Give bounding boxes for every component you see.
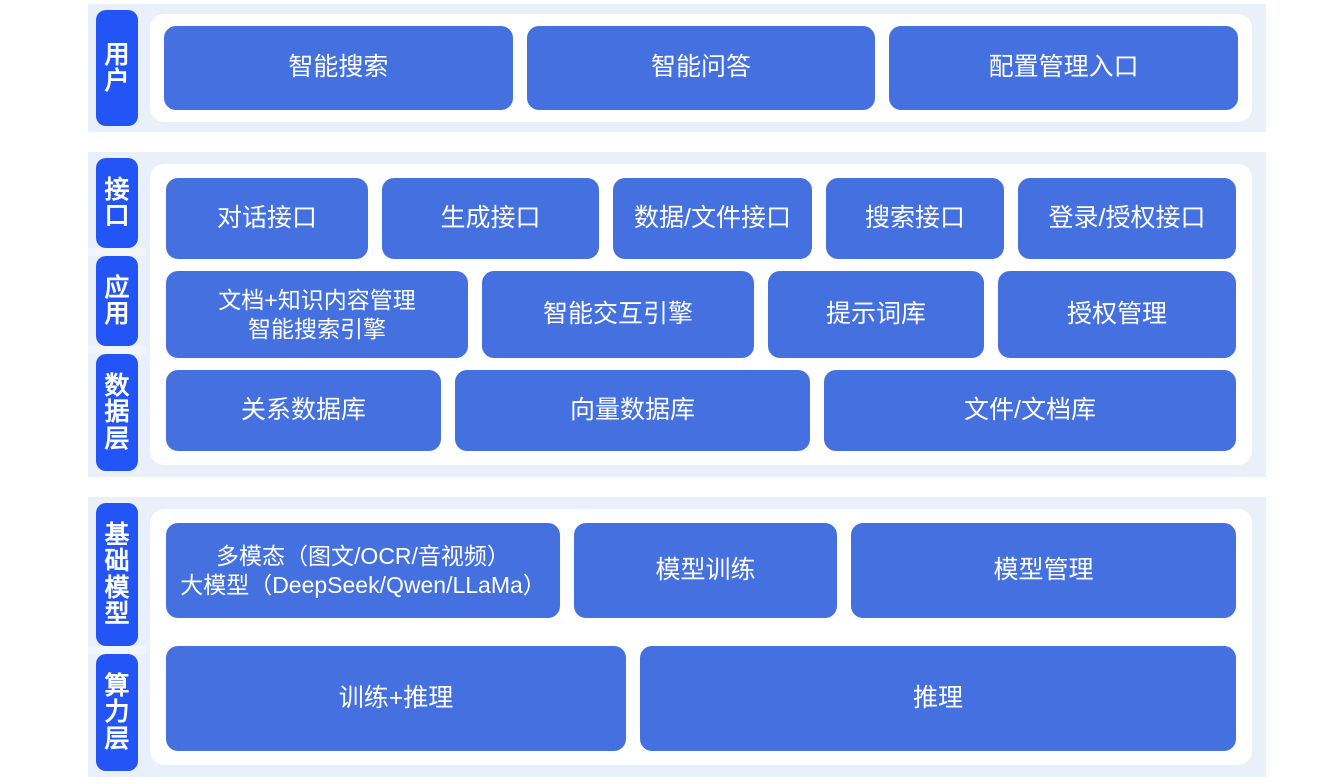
layer-rail-platform: 接口 应用 数据层: [88, 152, 146, 477]
chip-document-knowledge-management[interactable]: 文档+知识内容管理 智能搜索引擎: [166, 270, 468, 359]
chip-relational-database[interactable]: 关系数据库: [166, 370, 441, 451]
layer-card-infrastructure: 多模态（图文/OCR/音视频） 大模型（DeepSeek/Qwen/LLaMa）…: [150, 509, 1252, 765]
rail-badge-user[interactable]: 用户: [96, 10, 138, 126]
rail-badge-foundation-model[interactable]: 基础模型: [96, 503, 138, 647]
row-data: 关系数据库 向量数据库 文件/文档库: [166, 370, 1236, 451]
chip-dialog-interface[interactable]: 对话接口: [166, 178, 368, 259]
chip-vector-database[interactable]: 向量数据库: [455, 370, 810, 451]
row-application: 文档+知识内容管理 智能搜索引擎 智能交互引擎 提示词库 授权管理: [166, 270, 1236, 359]
chip-multimodal-large-model[interactable]: 多模态（图文/OCR/音视频） 大模型（DeepSeek/Qwen/LLaMa）: [166, 523, 560, 618]
rail-badge-user-label: 用户: [104, 40, 130, 95]
row-model: 多模态（图文/OCR/音视频） 大模型（DeepSeek/Qwen/LLaMa）…: [166, 523, 1236, 618]
layer-card-user: 智能搜索 智能问答 配置管理入口: [150, 14, 1252, 122]
chip-generation-interface[interactable]: 生成接口: [382, 178, 599, 259]
chip-smart-qa[interactable]: 智能问答: [526, 26, 876, 110]
rail-badge-data[interactable]: 数据层: [96, 354, 138, 472]
rail-separator: [88, 646, 146, 655]
rail-badge-data-label: 数据层: [104, 371, 130, 453]
row-user-entries: 智能搜索 智能问答 配置管理入口: [164, 26, 1239, 110]
rail-badge-application[interactable]: 应用: [96, 256, 138, 347]
rail-badge-foundation-model-label: 基础模型: [104, 520, 130, 629]
row-compute: 训练+推理 推理: [166, 646, 1236, 751]
rail-badge-interface[interactable]: 接口: [96, 158, 138, 249]
chip-smart-search[interactable]: 智能搜索: [164, 26, 513, 110]
row-interface: 对话接口 生成接口 数据/文件接口 搜索接口 登录/授权接口: [166, 178, 1236, 259]
chip-login-auth-interface[interactable]: 登录/授权接口: [1018, 178, 1236, 259]
rail-badge-interface-label: 接口: [104, 175, 130, 231]
layer-band-platform: 接口 应用 数据层 对话接口 生成接口 数据/文件接口 搜索接口 登录/授权接口…: [88, 152, 1266, 477]
chip-model-management[interactable]: 模型管理: [851, 523, 1236, 618]
chip-training-inference[interactable]: 训练+推理: [166, 646, 626, 751]
layer-rail-user: 用户: [88, 4, 146, 132]
layer-band-infrastructure: 基础模型 算力层 多模态（图文/OCR/音视频） 大模型（DeepSeek/Qw…: [88, 497, 1266, 777]
chip-model-training[interactable]: 模型训练: [574, 523, 837, 618]
chip-smart-interaction-engine[interactable]: 智能交互引擎: [482, 270, 754, 359]
layer-rail-infrastructure: 基础模型 算力层: [88, 497, 146, 777]
rail-separator: [88, 346, 146, 355]
chip-inference[interactable]: 推理: [640, 646, 1236, 751]
chip-data-file-interface[interactable]: 数据/文件接口: [613, 178, 812, 259]
rail-separator: [88, 248, 146, 257]
chip-search-interface[interactable]: 搜索接口: [826, 178, 1004, 259]
layer-card-platform: 对话接口 生成接口 数据/文件接口 搜索接口 登录/授权接口 文档+知识内容管理…: [150, 164, 1252, 465]
rail-badge-compute-label: 算力层: [104, 671, 130, 753]
chip-file-document-store[interactable]: 文件/文档库: [824, 370, 1236, 451]
rail-badge-compute[interactable]: 算力层: [96, 654, 138, 771]
layer-band-user: 用户 智能搜索 智能问答 配置管理入口: [88, 4, 1266, 132]
rail-badge-application-label: 应用: [104, 273, 130, 329]
chip-prompt-library[interactable]: 提示词库: [768, 270, 984, 359]
chip-config-management-entry[interactable]: 配置管理入口: [889, 26, 1239, 110]
chip-authorization-management[interactable]: 授权管理: [998, 270, 1236, 359]
